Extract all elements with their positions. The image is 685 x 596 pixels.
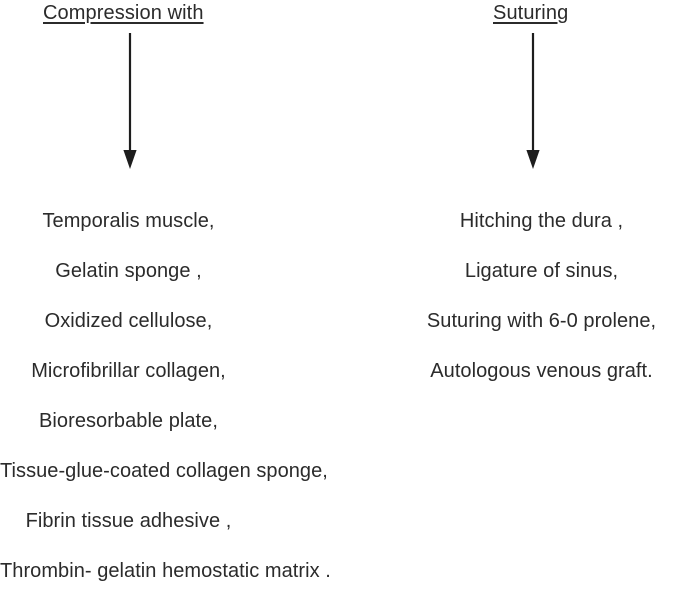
column-compression: Compression with Temporalis muscle, Gela… — [0, 0, 400, 582]
column-heading-suturing: Suturing — [493, 2, 569, 24]
list-item: Oxidized cellulose, — [44, 310, 213, 332]
list-item: Suturing with 6-0 prolene, — [426, 310, 657, 332]
heading-row-right: Suturing — [400, 0, 685, 30]
down-arrow-icon-right — [523, 33, 543, 169]
list-item: Temporalis muscle, — [42, 210, 215, 232]
column-heading-compression: Compression with — [43, 2, 204, 24]
list-item: Ligature of sinus, — [464, 260, 619, 282]
list-item: Gelatin sponge , — [55, 260, 202, 282]
list-item: Autologous venous graft. — [430, 360, 653, 382]
heading-row-left: Compression with — [0, 0, 400, 30]
list-item: Hitching the dura , — [459, 210, 624, 232]
list-item: Microfibrillar collagen, — [31, 360, 226, 382]
list-item: Bioresorbable plate, — [39, 410, 218, 432]
list-item: Tissue-glue-coated collagen sponge, — [0, 460, 328, 482]
list-item: Fibrin tissue adhesive , — [25, 510, 232, 532]
down-arrow-icon-left — [120, 33, 140, 169]
list-item: Thrombin- gelatin hemostatic matrix . — [0, 560, 331, 582]
item-list-suturing: Hitching the dura , Ligature of sinus, S… — [400, 196, 685, 396]
item-list-compression: Temporalis muscle, Gelatin sponge , Oxid… — [0, 196, 400, 596]
column-suturing: Suturing Hitching the dura , Ligature of… — [400, 0, 685, 588]
